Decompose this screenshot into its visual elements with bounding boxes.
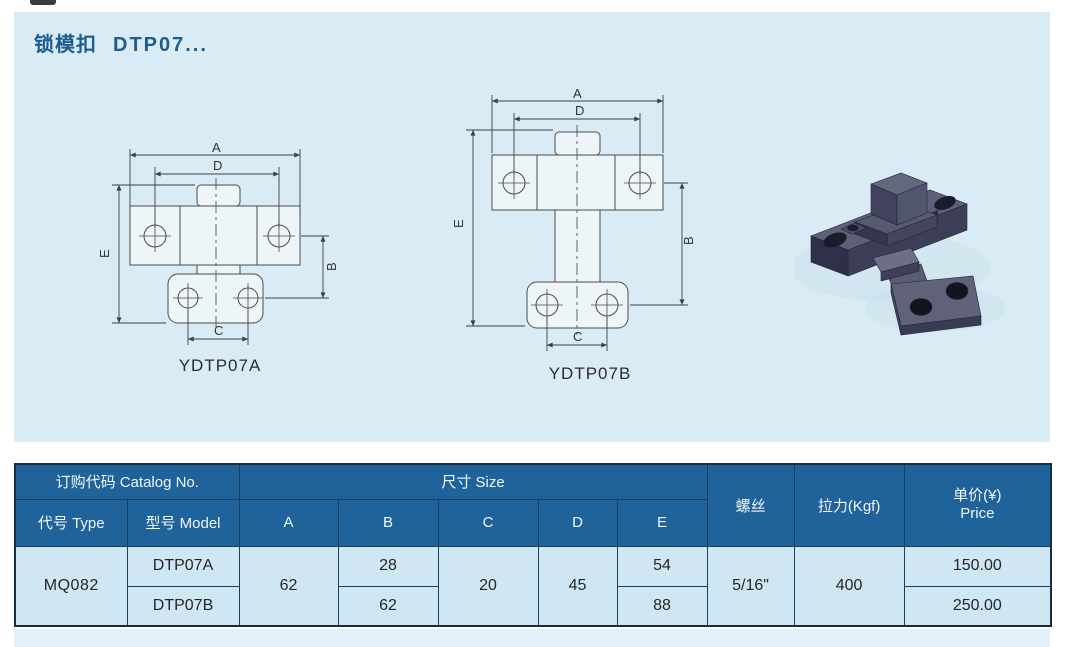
- cell-price-row2: 250.00: [903, 585, 1052, 627]
- part-a-lower-plate: [167, 273, 264, 324]
- bottom-strip: [14, 629, 1050, 647]
- cell-dim-d: 45: [537, 545, 618, 627]
- table-row: DTP07B 62 88 250.00: [15, 585, 1052, 627]
- part-a-top-tab: [196, 184, 241, 207]
- cell-screw: 5/16": [706, 545, 795, 627]
- page-title-code: DTP07...: [113, 34, 208, 56]
- header-price-cn: 单价(¥): [953, 487, 1002, 505]
- header-dim-a: A: [238, 498, 339, 547]
- cell-model-row2: DTP07B: [126, 585, 240, 627]
- drawing-b-caption: YDTP07B: [548, 364, 632, 383]
- header-model: 型号 Model: [126, 498, 240, 547]
- dim-label-b: B: [324, 262, 339, 271]
- dim-label-e: E: [451, 219, 466, 228]
- product-photo: [795, 172, 1005, 336]
- dim-label-d: D: [575, 103, 584, 118]
- dim-label-a: A: [212, 140, 221, 155]
- cell-dim-e-row1: 54: [616, 545, 708, 587]
- part-b-stem: [554, 209, 601, 283]
- header-pull-force: 拉力(Kgf): [793, 463, 905, 547]
- cell-dim-b-row1: 28: [337, 545, 439, 587]
- header-size: 尺寸 Size: [238, 463, 708, 500]
- header-price-en: Price: [960, 505, 995, 523]
- dim-label-d: D: [213, 158, 222, 173]
- t-plate-part: [872, 247, 982, 336]
- dim-label-b: B: [681, 236, 696, 245]
- page-title: 锁模扣 DTP07...: [34, 28, 208, 57]
- header-type: 代号 Type: [14, 498, 128, 547]
- technical-drawing-ydtp07b: A D E B C: [451, 86, 696, 351]
- cell-dim-a: 62: [238, 545, 339, 627]
- page-title-cn: 锁模扣: [34, 34, 97, 56]
- cell-price-row1: 150.00: [903, 545, 1052, 587]
- part-b-top-tab: [554, 131, 601, 156]
- table-row: MQ082 DTP07A 62 28 20 45 54 5/16" 400 15…: [14, 545, 1052, 627]
- header-screw: 螺丝: [706, 463, 795, 547]
- spec-table: 订购代码 Catalog No. 尺寸 Size 螺丝 拉力(Kgf) 单价(¥…: [14, 463, 1053, 627]
- header-dim-b: B: [337, 498, 439, 547]
- dim-label-a: A: [573, 86, 582, 101]
- header-price: 单价(¥) Price: [903, 463, 1052, 547]
- header-dim-e: E: [616, 498, 708, 547]
- cell-dim-e-row2: 88: [616, 585, 708, 627]
- cell-dim-b-row2: 62: [337, 585, 439, 627]
- cell-pull-force: 400: [793, 545, 905, 627]
- scan-artifact-mark: [30, 0, 56, 5]
- cell-type-code: MQ082: [14, 545, 128, 627]
- cell-dim-c: 20: [437, 545, 539, 627]
- part-b-lower-plate: [526, 281, 629, 329]
- screw-holes: [139, 220, 295, 313]
- part-a-neck: [196, 264, 241, 275]
- dim-label-c: C: [573, 329, 582, 344]
- drawing-a-caption: YDTP07A: [178, 356, 262, 375]
- cell-model-row1: DTP07A: [126, 545, 240, 587]
- header-dim-d: D: [537, 498, 618, 547]
- dim-label-e: E: [97, 249, 112, 258]
- dim-label-c: C: [214, 323, 223, 338]
- part-b-main-bar: [491, 154, 664, 211]
- part-a-main-bar: [129, 205, 301, 266]
- technical-drawing-ydtp07a: A D E B C: [97, 140, 339, 345]
- header-dim-c: C: [437, 498, 539, 547]
- header-catalog-no: 订购代码 Catalog No.: [14, 463, 240, 500]
